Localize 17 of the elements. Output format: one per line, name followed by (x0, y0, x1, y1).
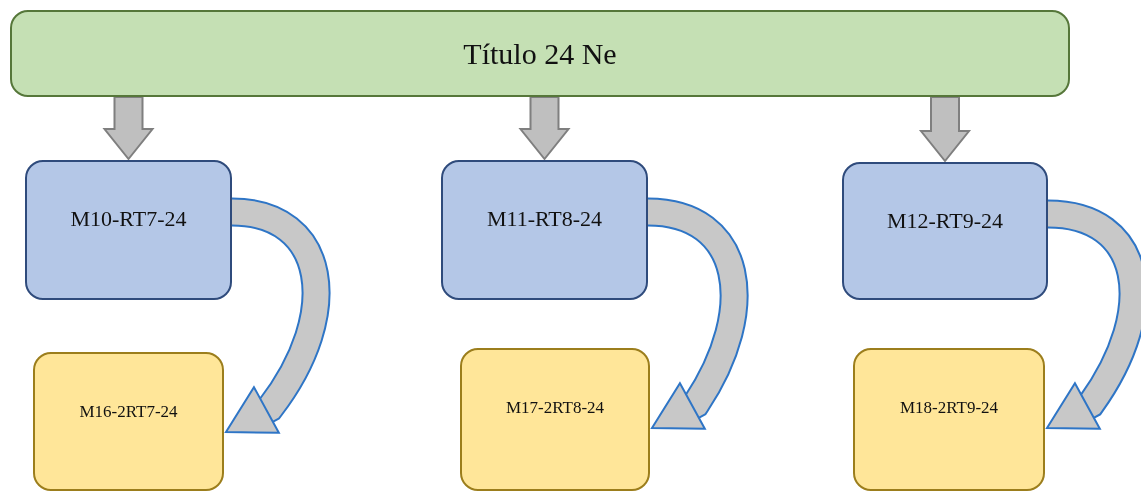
process-box (842, 162, 1048, 300)
node-label: M17-2RT8-24 (505, 398, 605, 418)
node-label: Título 24 Ne (463, 36, 617, 71)
node-label: M10-RT7-24 (70, 206, 187, 232)
process-box (25, 160, 232, 300)
node-label: M11-RT8-24 (486, 206, 603, 232)
block-arrow (918, 96, 972, 163)
title-box (10, 10, 1070, 97)
node-label: M18-2RT9-24 (899, 398, 999, 418)
node-label: M16-2RT7-24 (79, 402, 178, 422)
process-box (33, 352, 224, 491)
block-arrow (518, 96, 571, 161)
process-box (460, 348, 650, 491)
process-box (853, 348, 1045, 491)
process-box (441, 160, 648, 300)
block-arrow (102, 96, 155, 161)
node-label: M12-RT9-24 (887, 208, 1003, 234)
